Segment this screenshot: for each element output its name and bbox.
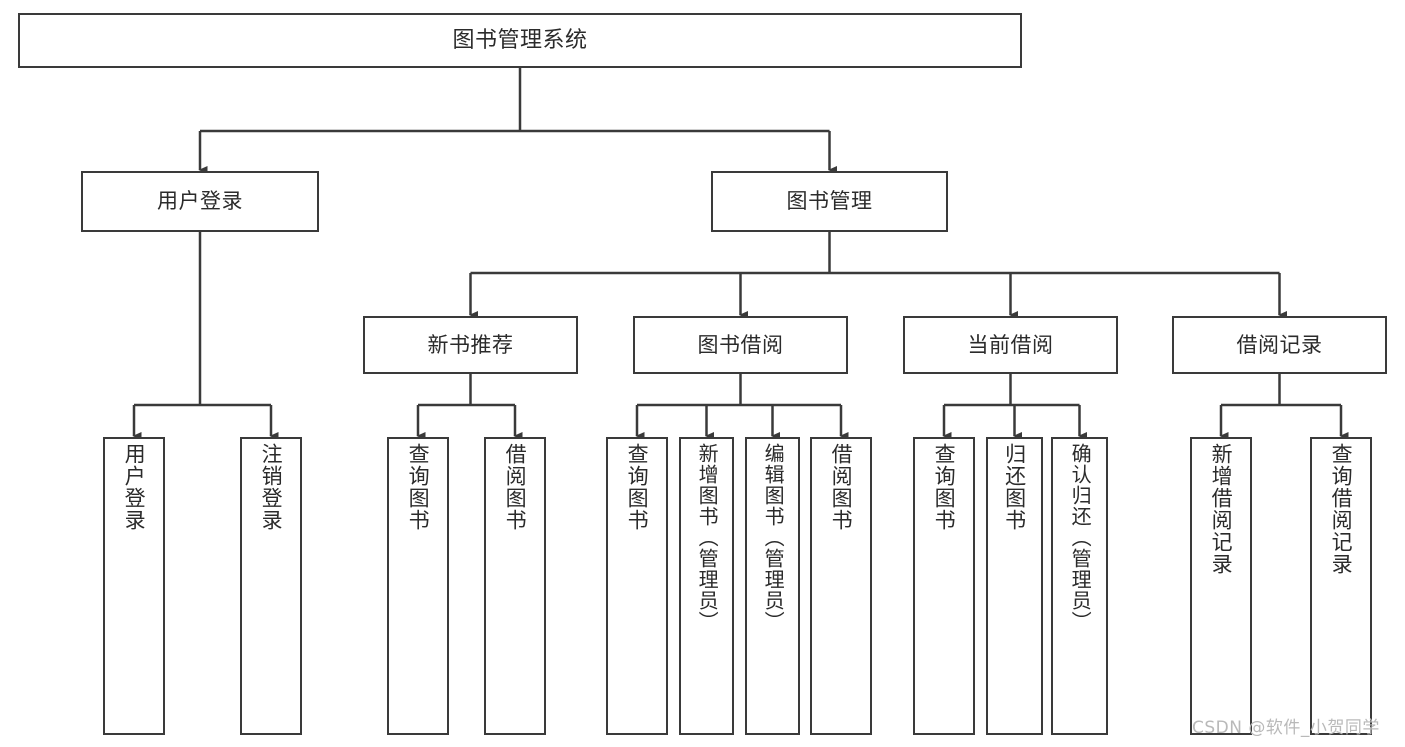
node-label-user-login: 用户登录 (157, 189, 243, 214)
node-label-leaf-user-login: 用户登录 (122, 443, 147, 531)
node-leaf-return-book[interactable]: 归还图书 (986, 437, 1043, 735)
node-label-leaf-borrow-book-rec: 借阅图书 (503, 443, 528, 531)
node-borrow-record[interactable]: 借阅记录 (1172, 316, 1387, 374)
node-label-leaf-return-book: 归还图书 (1002, 443, 1027, 531)
node-leaf-confirm-return-admin[interactable]: 确认归还（管理员） (1051, 437, 1108, 735)
node-label-leaf-logout: 注销登录 (259, 443, 284, 531)
node-label-leaf-add-book-admin: 新增图书（管理员） (695, 443, 720, 632)
node-leaf-borrow-book-rec[interactable]: 借阅图书 (484, 437, 546, 735)
node-label-new-book-rec: 新书推荐 (427, 332, 514, 357)
node-leaf-edit-book-admin[interactable]: 编辑图书（管理员） (745, 437, 800, 735)
node-label-borrow-record: 借阅记录 (1236, 332, 1323, 357)
node-leaf-add-book-admin[interactable]: 新增图书（管理员） (679, 437, 734, 735)
node-leaf-query-book-current[interactable]: 查询图书 (913, 437, 975, 735)
csdn-watermark: CSDN @软件_小贺同学 (1192, 718, 1380, 738)
node-label-leaf-query-book-rec: 查询图书 (406, 443, 431, 531)
node-leaf-query-book-borrow[interactable]: 查询图书 (606, 437, 668, 735)
node-new-book-rec[interactable]: 新书推荐 (363, 316, 578, 374)
node-book-manage[interactable]: 图书管理 (711, 171, 948, 232)
node-label-leaf-add-borrow-record: 新增借阅记录 (1209, 443, 1234, 575)
node-user-login[interactable]: 用户登录 (81, 171, 319, 232)
node-leaf-borrow-book[interactable]: 借阅图书 (810, 437, 872, 735)
node-label-book-borrow: 图书借阅 (697, 332, 784, 357)
node-label-leaf-query-book-current: 查询图书 (932, 443, 957, 531)
node-leaf-query-borrow-record[interactable]: 查询借阅记录 (1310, 437, 1372, 735)
node-label-current-borrow: 当前借阅 (967, 332, 1054, 357)
node-label-root: 图书管理系统 (452, 27, 588, 53)
node-label-book-manage: 图书管理 (786, 189, 873, 214)
node-label-leaf-query-borrow-record: 查询借阅记录 (1329, 443, 1354, 575)
node-root[interactable]: 图书管理系统 (18, 13, 1022, 68)
node-book-borrow[interactable]: 图书借阅 (633, 316, 848, 374)
node-leaf-add-borrow-record[interactable]: 新增借阅记录 (1190, 437, 1252, 735)
node-label-leaf-borrow-book: 借阅图书 (829, 443, 854, 531)
node-label-leaf-query-book-borrow: 查询图书 (625, 443, 650, 531)
node-current-borrow[interactable]: 当前借阅 (903, 316, 1118, 374)
node-label-leaf-confirm-return-admin: 确认归还（管理员） (1068, 443, 1093, 632)
node-leaf-user-login[interactable]: 用户登录 (103, 437, 165, 735)
node-label-leaf-edit-book-admin: 编辑图书（管理员） (761, 443, 786, 632)
node-leaf-logout[interactable]: 注销登录 (240, 437, 302, 735)
node-leaf-query-book-rec[interactable]: 查询图书 (387, 437, 449, 735)
